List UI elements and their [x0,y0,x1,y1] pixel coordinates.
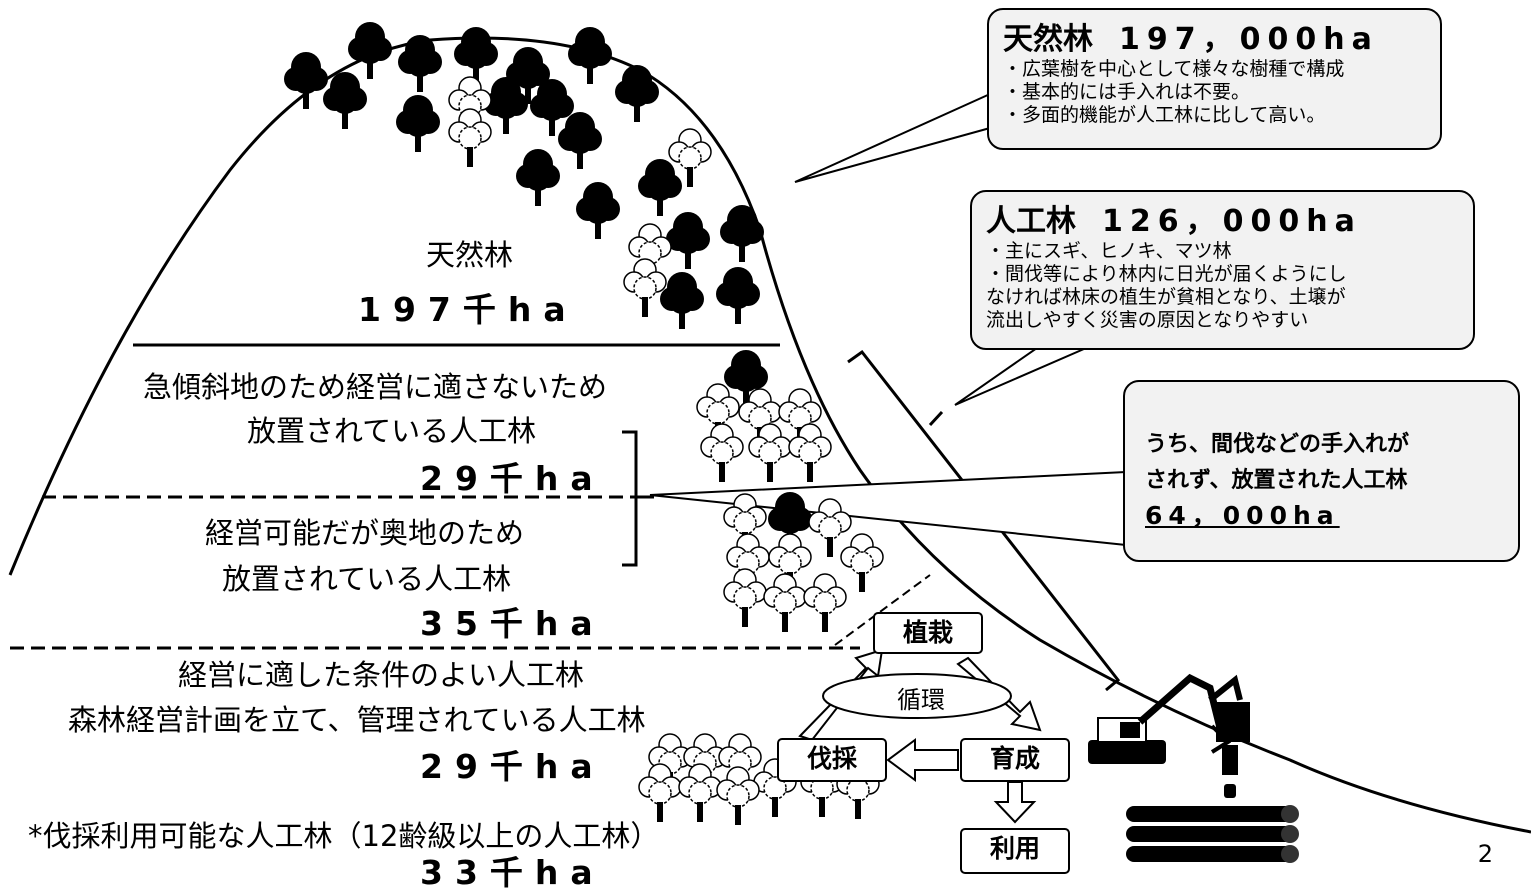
planted-callout-bullet: ・間伐等により林内に日光が届くようにし [986,263,1347,285]
managed-zone-label-line2: 森林経営計画を立て、管理されている人工林 [68,703,646,737]
neglected-callout-pointer [649,471,1127,546]
managed-zone-amount: 29千ha [420,747,605,786]
felling-box: 伐採 [777,738,887,782]
planting-box: 植栽 [873,612,983,654]
neglected-callout-line2: されず、放置された人工林 [1145,468,1408,493]
natural-callout-bullet: ・多面的機能が人工林に比して高い。 [1003,104,1326,126]
arrow-growing-to-use [993,781,1037,824]
planted-callout-pointer [954,331,1101,406]
log-grapple-icon [1208,674,1250,798]
log-pile-icon [1126,805,1299,863]
neglected-plantation-callout: うち、間伐などの手入れが されず、放置された人工林 64，000ha [1123,380,1520,562]
remote-zone-amount: 35千ha [420,604,605,643]
planted-callout-bullet: 流出しやすく災害の原因となりやすい [986,309,1309,331]
circulation-ellipse [822,673,1012,719]
natural-callout-bullets: ・広葉樹を中心として様々な樹種で構成 ・基本的には手入れは不要。 ・多面的機能が… [1003,58,1426,127]
planted-callout-bullets: ・主にスギ、ヒノキ、マツ林 ・間伐等により林内に日光が届くようにし なければ林床… [986,240,1459,332]
excavator-icon [1088,673,1232,764]
page-number: 2 [1477,840,1493,868]
remote-zone-label-line1: 経営可能だが奥地のため [205,516,525,550]
remote-zone-label-line2: 放置されている人工林 [222,562,512,596]
arrow-growing-to-felling [886,738,959,782]
natural-zone-amount: 197千ha [358,290,578,329]
planted-callout-bullet: なければ林床の植生が貧相となり、土壌が [986,286,1346,308]
steep-zone-label-line1: 急傾斜地のため経営に適さないため [143,370,608,404]
steep-zone-label-line2: 放置されている人工林 [247,414,537,448]
harvestable-label: *伐採利用可能な人工林（12齢級以上の人工林） [28,819,660,853]
boundary-remote-slope [834,574,931,646]
managed-zone-label-line1: 経営に適した条件のよい人工林 [178,658,585,692]
planted-callout-bullet: ・主にスギ、ヒノキ、マツ林 [986,240,1232,262]
steep-zone-amount: 29千ha [420,459,605,498]
neglected-callout-amount: 64，000ha [1145,501,1340,530]
neglected-callout-line1: うち、間伐などの手入れが [1145,432,1410,457]
slope-bracket-tick [928,410,944,427]
harvestable-amount: 33千ha [420,853,605,892]
natural-callout-bullet: ・基本的には手入れは不要。 [1003,81,1251,103]
use-box: 利用 [960,828,1070,874]
natural-callout-bullet: ・広葉樹を中心として様々な樹種で構成 [1003,58,1345,80]
natural-zone-label: 天然林 [426,238,514,272]
circulation-label: 循環 [897,686,945,714]
natural-callout-pointer [794,93,991,183]
growing-box: 育成 [960,738,1070,782]
